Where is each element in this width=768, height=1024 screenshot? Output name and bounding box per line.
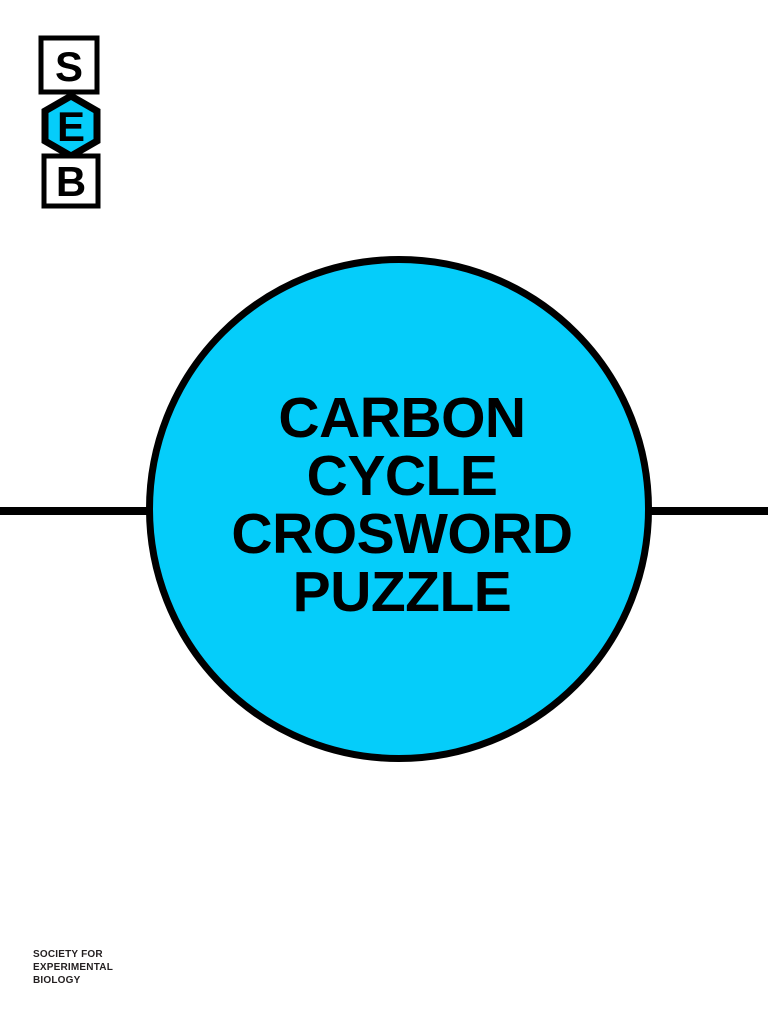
seb-logo: S E B <box>36 34 106 210</box>
title-circle: CARBON CYCLE CROSWORD PUZZLE <box>146 256 652 762</box>
logo-letter-b: B <box>56 158 86 205</box>
logo-letter-s: S <box>55 43 83 90</box>
footer-organisation-name: SOCIETY FOR EXPERIMENTAL BIOLOGY <box>33 948 113 987</box>
footer-line-1: SOCIETY FOR <box>33 949 103 960</box>
title-line-4: PUZZLE <box>292 560 512 624</box>
logo-square-top <box>38 35 100 95</box>
logo-square-bottom <box>41 153 101 209</box>
seb-logo-graphic: S E B <box>38 35 101 209</box>
logo-letter-e: E <box>57 103 85 150</box>
title-line-3: CROSWORD <box>231 502 573 566</box>
title-line-2: CYCLE <box>306 444 498 508</box>
footer-line-2: EXPERIMENTAL <box>33 962 113 973</box>
title-line-1: CARBON <box>278 386 526 450</box>
footer-line-3: BIOLOGY <box>33 975 81 986</box>
page-title: CARBON CYCLE CROSWORD PUZZLE <box>153 389 645 621</box>
